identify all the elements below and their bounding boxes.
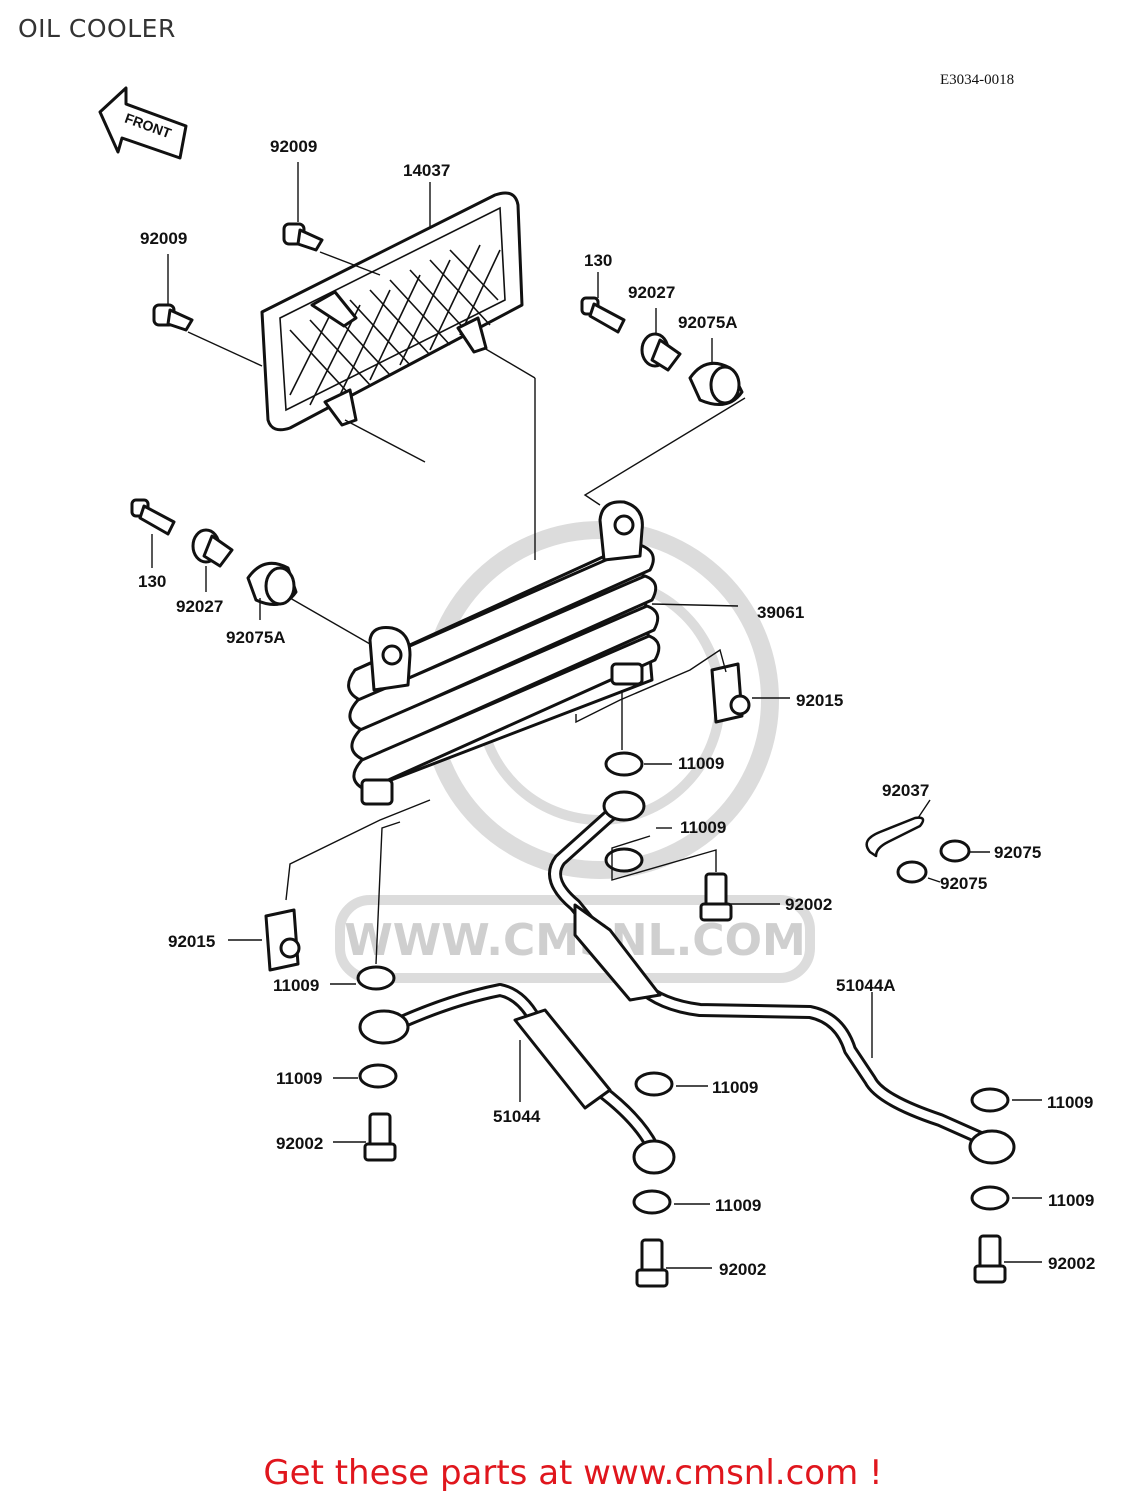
part-label: 11009 bbox=[1047, 1093, 1093, 1112]
clip-92037 bbox=[865, 816, 925, 858]
part-label: 92075 bbox=[940, 874, 987, 893]
collar-92027-top bbox=[640, 332, 682, 372]
washer-11009 bbox=[356, 751, 1010, 1215]
bolt-130-top bbox=[580, 296, 626, 334]
part-label: 11009 bbox=[715, 1196, 761, 1215]
part-label: 92037 bbox=[882, 781, 929, 800]
part-label: 92002 bbox=[719, 1260, 766, 1279]
clip-92015-right bbox=[710, 662, 751, 724]
part-label: 11009 bbox=[712, 1078, 758, 1097]
part-label: 11009 bbox=[680, 818, 726, 837]
part-label: 92002 bbox=[785, 895, 832, 914]
part-label: 92002 bbox=[276, 1134, 323, 1153]
part-label: 39061 bbox=[757, 603, 804, 622]
part-label: 92075A bbox=[678, 313, 738, 332]
part-label: 11009 bbox=[1048, 1191, 1094, 1210]
clip-92015-left bbox=[264, 908, 301, 972]
part-label: 130 bbox=[584, 251, 612, 270]
oil-hose-51044A bbox=[548, 790, 1016, 1165]
part-labels: 92009 14037 92009 130 92027 92075A 130 9… bbox=[138, 137, 1095, 1279]
oil-cooler-exploded-diagram: WWW.CMSNL.COM FRONT bbox=[98, 86, 1095, 1288]
cta-link[interactable]: Get these parts at www.cmsnl.com ! bbox=[263, 1453, 883, 1493]
part-label: 14037 bbox=[403, 161, 450, 180]
screw-92009-top bbox=[282, 222, 324, 252]
diagram-title: OIL COOLER bbox=[18, 14, 176, 43]
part-label: 92009 bbox=[140, 229, 187, 248]
leader-lines bbox=[151, 162, 1042, 1269]
oil-hose-51044 bbox=[358, 983, 676, 1175]
screw-92009-left bbox=[152, 303, 194, 332]
grommet-92075A-left bbox=[246, 561, 298, 606]
part-label: 11009 bbox=[678, 754, 724, 773]
part-label: 92009 bbox=[270, 137, 317, 156]
collar-92027-left bbox=[191, 528, 234, 568]
grommet-92075A-top bbox=[688, 361, 744, 406]
diagram-code: E3034-0018 bbox=[940, 72, 1015, 88]
part-label: 130 bbox=[138, 572, 166, 591]
part-label: 92075A bbox=[226, 628, 286, 647]
part-label: 92027 bbox=[176, 597, 223, 616]
grommet-92075 bbox=[896, 839, 971, 884]
banjo-bolt-92002 bbox=[363, 872, 1007, 1288]
front-arrow-icon: FRONT bbox=[98, 86, 188, 160]
part-label: 11009 bbox=[273, 976, 319, 995]
part-label: 92027 bbox=[628, 283, 675, 302]
part-label: 11009 bbox=[276, 1069, 322, 1088]
part-label: 92015 bbox=[796, 691, 843, 710]
part-label: 51044 bbox=[493, 1107, 541, 1126]
part-label: 92075 bbox=[994, 843, 1041, 862]
bolt-130-left bbox=[130, 498, 176, 536]
part-label: 51044A bbox=[836, 976, 896, 995]
part-label: 92002 bbox=[1048, 1254, 1095, 1273]
part-label: 92015 bbox=[168, 932, 215, 951]
oil-cooler-39061 bbox=[347, 500, 661, 806]
cooler-cover bbox=[260, 191, 524, 432]
